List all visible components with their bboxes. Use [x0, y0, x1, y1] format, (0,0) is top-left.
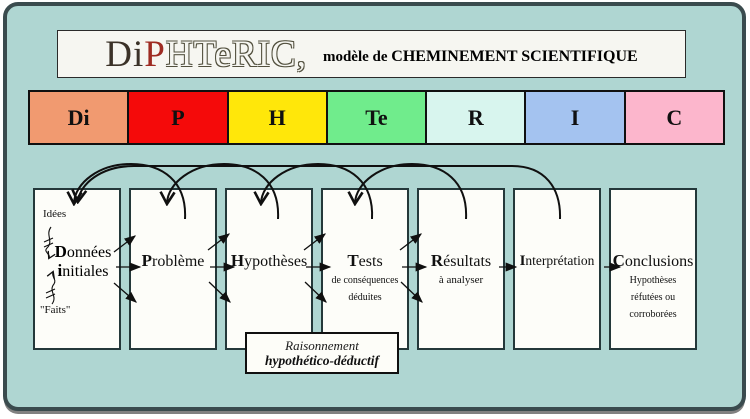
stage-label-conclusions: Conclusions [612, 251, 694, 271]
band-cell-I: I [526, 92, 626, 143]
stage-label-tests: Tests [347, 251, 383, 271]
reasoning-line2: hypothético-déductif [265, 352, 379, 368]
stage-box-conclusions: Conclusions Hypothèses réfutées ou corro… [609, 188, 697, 350]
band-cell-H: H [228, 92, 328, 143]
subtitle-main: CHEMINEMENT SCIENTIFIQUE [391, 48, 638, 65]
conclusions-sub-1: Hypothèses [629, 275, 677, 286]
resultats-sub: à analyser [438, 274, 484, 286]
title-box: DiPHTeRIC, modèle de CHEMINEMENT SCIENTI… [57, 30, 686, 78]
stage-box-interpretation: Interprétation [513, 188, 601, 350]
stage-box-probleme: Problème [129, 188, 217, 350]
band-cell-C: C [625, 92, 723, 143]
band-cell-Di: Di [30, 92, 130, 143]
conclusions-sub-3: corroborées [629, 309, 677, 320]
title-word-p: P [144, 33, 166, 75]
note-faits: "Faits" [40, 304, 71, 316]
title-word-outline: HTeRIC, [165, 33, 307, 75]
reasoning-line1: Raisonnement [285, 337, 359, 353]
title-word-di: Di [105, 33, 145, 75]
stage-box-resultats: Résultats à analyser [417, 188, 505, 350]
tests-sub-1: de conséquences [331, 275, 399, 286]
stage-label-resultats: Résultats [430, 251, 492, 271]
title-subtitle: modèle de CHEMINEMENT SCIENTIFIQUE [323, 42, 638, 66]
reasoning-box: Raisonnement hypothético-déductif [245, 332, 399, 374]
stage-box-tests: Tests de conséquences déduites [321, 188, 409, 350]
tests-sub-2: déduites [348, 292, 382, 303]
band-cell-P: P [129, 92, 229, 143]
stage-label-interpretation: Interprétation [519, 253, 595, 269]
note-idees: Idées [43, 208, 67, 220]
band-cell-R: R [427, 92, 527, 143]
stage-label-donnees: Données initiales [54, 242, 112, 281]
stage-box-donnees: Idées Données initiales "Faits" [33, 188, 121, 350]
conclusions-sub-2: réfutées ou [630, 292, 676, 303]
stage-box-hypotheses: Hypothèses [225, 188, 313, 350]
stage-label-probleme: Problème [141, 251, 205, 271]
subtitle-prefix: modèle de [322, 49, 388, 65]
stage-label-hypotheses: Hypothèses [230, 251, 308, 271]
title-diphteric: DiPHTeRIC, [105, 36, 307, 73]
band-cell-Te: Te [327, 92, 428, 143]
